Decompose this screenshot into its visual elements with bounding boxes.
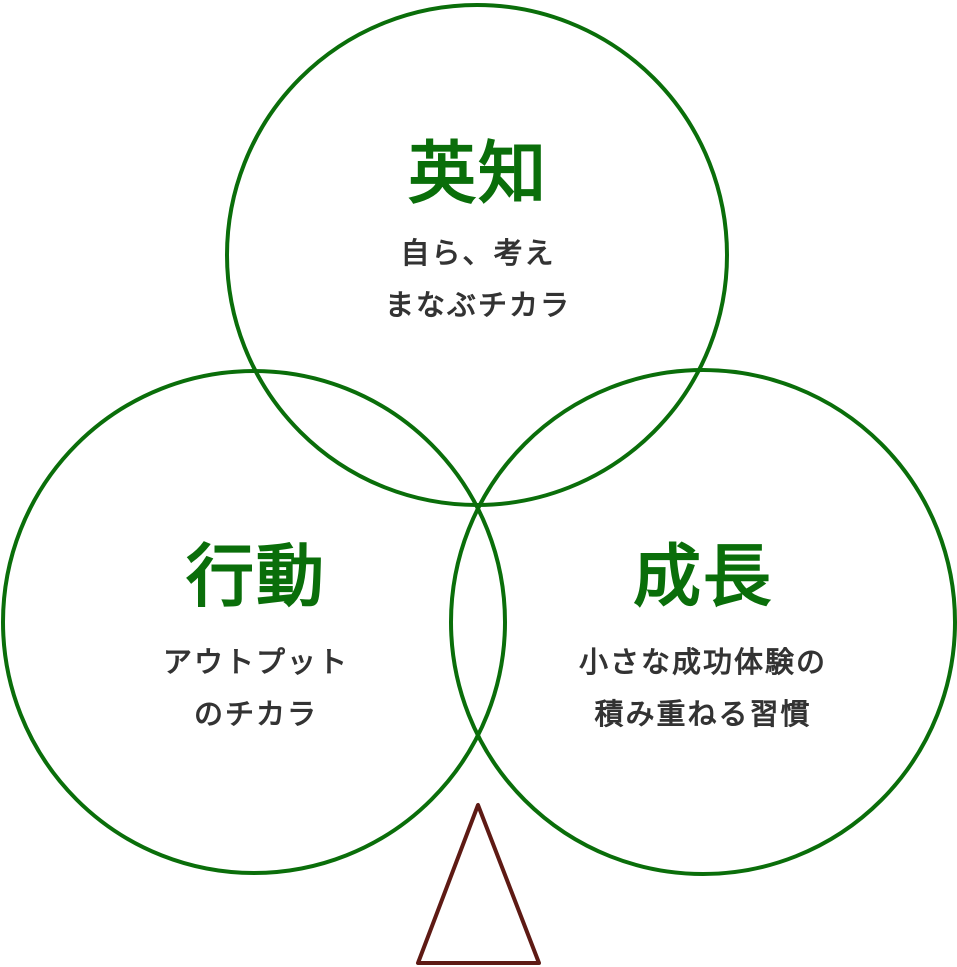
circle-seicho — [449, 368, 957, 876]
kodo-line-1: アウトプット — [162, 645, 350, 679]
seicho-block: 成長 小さな成功体験の 積み重ねる習慣 — [579, 538, 827, 740]
circle-kodo — [1, 369, 507, 875]
kodo-block: 行動 アウトプット のチカラ — [163, 538, 349, 740]
eichi-title: 英知 — [407, 135, 549, 214]
seicho-title: 成長 — [632, 538, 774, 617]
eichi-line-1: 自ら、考え — [400, 236, 556, 270]
eichi-line-2: まなぶチカラ — [384, 288, 572, 322]
eichi-block: 英知 自ら、考え まなぶチカラ — [385, 135, 571, 331]
triangle-icon — [416, 803, 541, 965]
kodo-title: 行動 — [185, 538, 327, 617]
seicho-line-2: 積み重ねる習慣 — [594, 697, 812, 731]
kodo-line-2: のチカラ — [193, 697, 319, 731]
seicho-line-1: 小さな成功体験の — [578, 645, 828, 679]
